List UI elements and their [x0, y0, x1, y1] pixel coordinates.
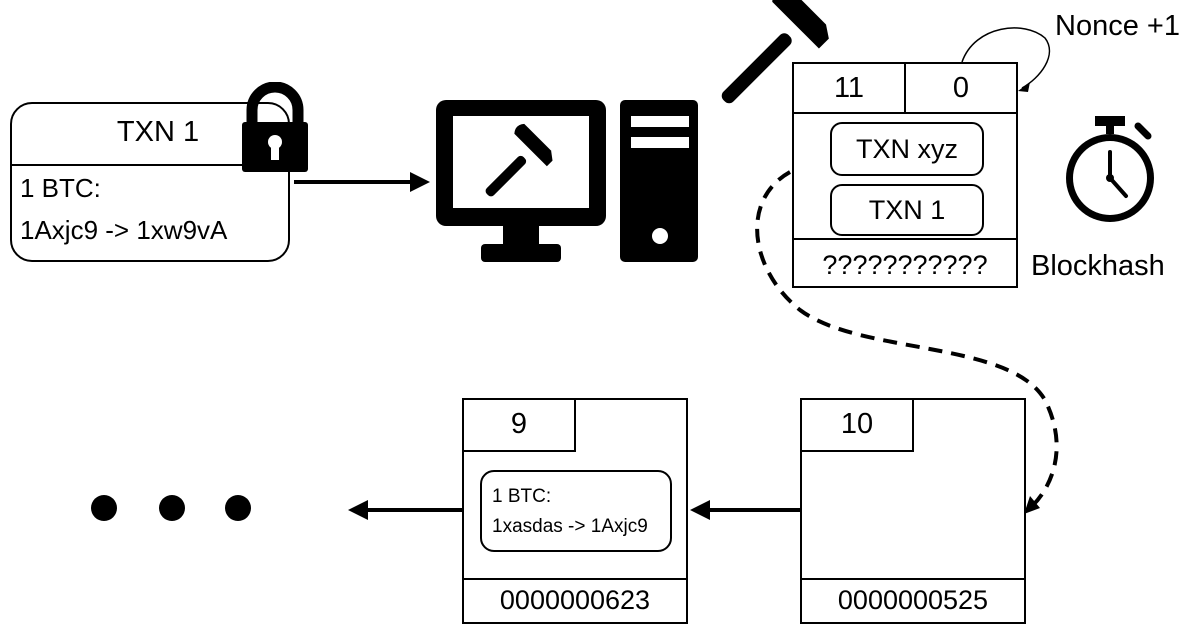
- hammer-icon-screen: [485, 123, 553, 197]
- block-10-header-border: [800, 398, 914, 452]
- padlock-icon: [238, 82, 312, 174]
- candidate-block-number: 11: [833, 72, 865, 104]
- block-9-footer-divider: [462, 578, 688, 580]
- block-10-footer-divider: [800, 578, 1026, 580]
- block-9-hash: 0000000623: [499, 585, 651, 615]
- hammer-icon: [721, 0, 829, 104]
- candidate-nonce-value: 0: [952, 72, 970, 104]
- block-10-hash: 0000000525: [837, 585, 989, 615]
- transaction-transfer: 1Axjc9 -> 1xw9vA: [20, 215, 228, 245]
- candidate-block-hash: ???????????: [822, 250, 988, 280]
- dashed-link-arrow: [755, 170, 1059, 514]
- candidate-txn-pill: TXN xyz: [830, 122, 984, 176]
- block-9-txn-transfer: 1xasdas -> 1Axjc9: [492, 516, 648, 537]
- block-9-txn-amount: 1 BTC:: [492, 486, 552, 507]
- arrow-block10-to-block9: [690, 500, 800, 520]
- transaction-title: TXN 1: [116, 116, 200, 148]
- nonce-increment-label: Nonce +1: [1055, 10, 1180, 42]
- ellipsis-dots: [91, 495, 251, 521]
- candidate-txn-label: TXN xyz: [855, 134, 958, 164]
- candidate-txn-label: TXN 1: [868, 195, 946, 225]
- arrow-to-miner: [294, 172, 430, 192]
- transaction-amount: 1 BTC:: [20, 173, 101, 203]
- block-9-number: 9: [510, 408, 528, 440]
- stopwatch-icon: [1066, 116, 1154, 222]
- block-9-transaction: 1 BTC: 1xasdas -> 1Axjc9: [480, 470, 672, 552]
- block-10-number: 10: [840, 408, 874, 440]
- candidate-footer-divider: [792, 238, 1018, 240]
- nonce-loop-arrow: [961, 27, 1051, 92]
- block-9-header-border: [462, 398, 576, 452]
- arrow-block9-to-previous: [348, 500, 462, 520]
- candidate-txn-pill: TXN 1: [830, 184, 984, 236]
- monitor-icon: [436, 100, 606, 262]
- computer-tower-icon: [620, 100, 698, 262]
- transaction-divider: [10, 164, 290, 166]
- blockhash-label: Blockhash: [1031, 250, 1165, 282]
- candidate-header-split: [904, 62, 906, 114]
